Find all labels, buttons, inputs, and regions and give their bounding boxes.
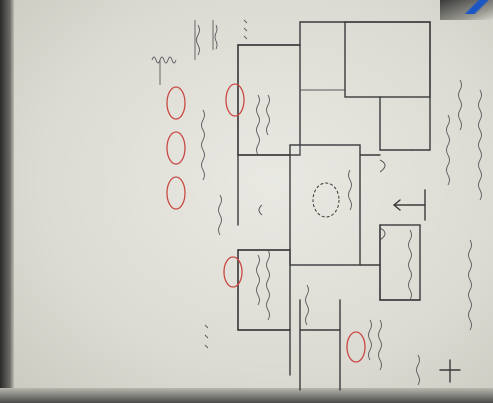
- corridor: [237, 145, 381, 266]
- mark-5: [223, 256, 243, 288]
- top-right-room: [344, 21, 431, 151]
- outer-walls: [237, 21, 431, 391]
- handwriting-scribbles: [151, 19, 482, 386]
- red-circled-marks: [166, 83, 366, 363]
- table-edge-bottom: [0, 388, 493, 403]
- bottom-right-room: [299, 224, 421, 391]
- door-arcs: [258, 159, 386, 241]
- blue-pen-mark: [458, 0, 493, 14]
- table-edge-left: [0, 0, 14, 403]
- center-dashed-circle: [312, 182, 340, 218]
- center-room: [289, 144, 361, 266]
- arrows: [392, 189, 461, 383]
- mark-6: [346, 331, 366, 363]
- mark-3: [166, 176, 186, 210]
- bottom-left-room: [237, 249, 291, 331]
- top-left-room: [237, 44, 345, 156]
- mark-4: [225, 83, 245, 117]
- mark-2: [166, 131, 186, 165]
- mark-1: [166, 86, 186, 120]
